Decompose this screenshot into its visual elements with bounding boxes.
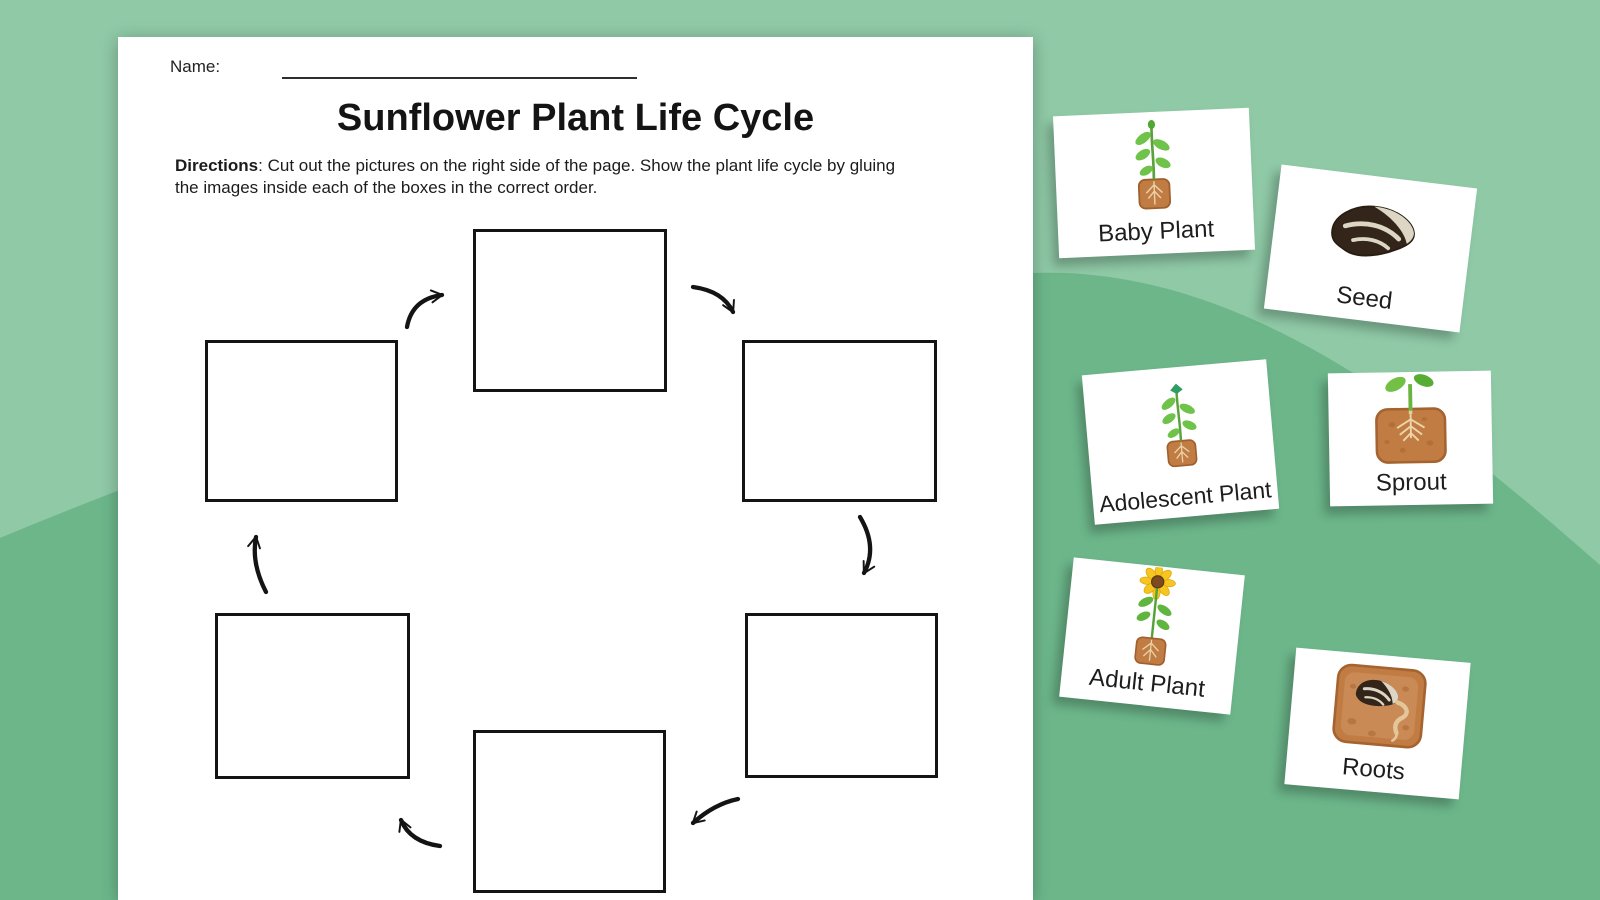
arrow-bottomright-to-bottom [690, 796, 741, 826]
name-label: Name: [170, 57, 221, 76]
worksheet-page: Name: Sunflower Plant Life Cycle Directi… [118, 37, 1033, 900]
arrow-topleft-to-top [404, 289, 445, 330]
arrow-bottomleft-to-topleft [247, 534, 269, 595]
seed-icon [1268, 165, 1477, 297]
cycle-box-bottom-left[interactable] [215, 613, 410, 779]
directions-label: Directions [175, 156, 259, 175]
card-baby-plant[interactable]: Baby Plant [1052, 107, 1256, 259]
adolescent-plant-icon [1082, 359, 1276, 492]
card-label: Sprout [1375, 468, 1447, 497]
cycle-box-bottom-right[interactable] [745, 613, 938, 778]
card-label: Roots [1341, 753, 1406, 786]
card-roots[interactable]: Roots [1284, 647, 1471, 800]
cycle-box-bottom[interactable] [473, 730, 666, 893]
directions-body: : Cut out the pictures on the right side… [175, 156, 896, 197]
arrow-bottom-to-bottomleft [398, 817, 443, 849]
card-seed[interactable]: Seed [1263, 164, 1478, 333]
cycle-box-top-right[interactable] [742, 340, 937, 502]
card-adult-plant[interactable]: Adult Plant [1059, 557, 1245, 715]
card-label: Baby Plant [1097, 215, 1215, 248]
cycle-box-top-left[interactable] [205, 340, 398, 502]
directions-text: Directions: Cut out the pictures on the … [175, 155, 915, 199]
cycle-arrows [247, 284, 876, 849]
adult-plant-icon [1063, 557, 1245, 678]
card-sprout[interactable]: Sprout [1327, 370, 1494, 507]
arrow-top-to-topright [690, 284, 736, 315]
name-blank-line [282, 59, 637, 79]
baby-plant-icon [1053, 108, 1253, 222]
page-title: Sunflower Plant Life Cycle [336, 97, 815, 139]
cycle-box-top[interactable] [473, 229, 667, 392]
sprout-icon [1328, 371, 1493, 471]
arrow-topright-to-bottomright [857, 514, 876, 576]
card-adolescent-plant[interactable]: Adolescent Plant [1081, 359, 1280, 525]
card-label: Seed [1334, 281, 1394, 315]
roots-icon [1288, 648, 1471, 764]
name-row: Name: [170, 57, 637, 79]
